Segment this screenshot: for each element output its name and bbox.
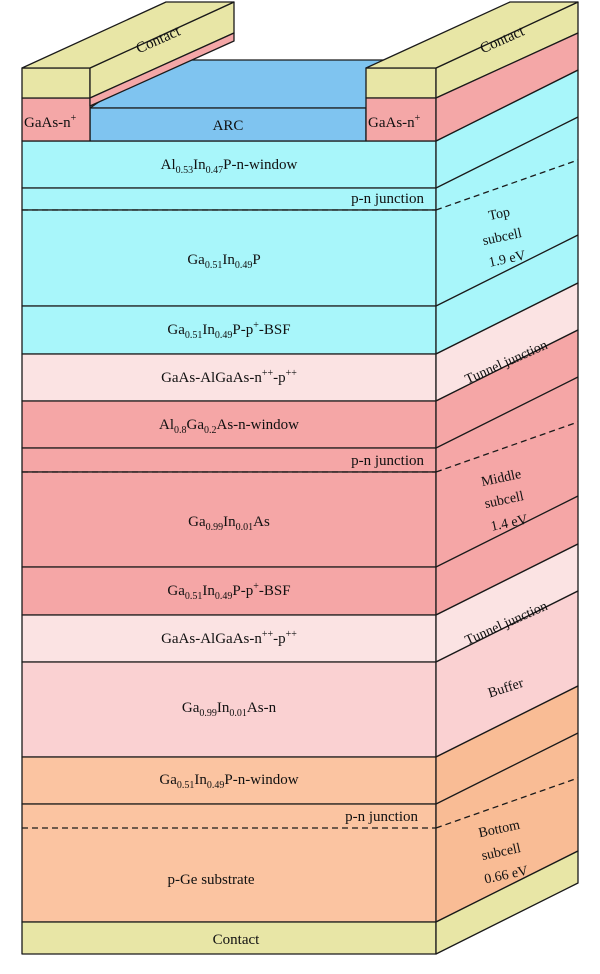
- junction-mid-label: p-n junction: [351, 453, 424, 469]
- buffer-label: Ga0.99In0.01As-n: [182, 700, 277, 719]
- svg-text:Top: Top: [487, 205, 511, 224]
- substrate-label: p-Ge substrate: [167, 872, 254, 888]
- window-top-label: Al0.53In0.47P-n-window: [161, 157, 298, 176]
- layer-contact-bottom-front: [21, 921, 437, 955]
- bottom-contact-label: Contact: [213, 932, 260, 948]
- layer-bsf-2-front: [21, 566, 437, 616]
- layer-tunnel-2-front: [21, 614, 437, 663]
- gainas-label: Ga0.99In0.01As: [188, 514, 270, 533]
- arc-front: [89, 107, 367, 142]
- right-cap-right-face: [435, 32, 579, 142]
- bsf-1-label: Ga0.51In0.49P-p+-BSF: [167, 320, 290, 341]
- gainp-label: Ga0.51In0.49P: [187, 252, 260, 271]
- tunnel-1-label: GaAs-AlGaAs-n++-p++: [161, 368, 297, 386]
- left-cap-right-face: [89, 32, 235, 107]
- layer-gainas-front: [21, 471, 437, 568]
- left-contact-top-face: [21, 1, 235, 69]
- side-label-bottom-cell: Bottom subcell 0.66 eV: [477, 818, 529, 888]
- side-contact-bottom: [435, 850, 579, 955]
- window-bottom-label: Ga0.51In0.49P-n-window: [159, 772, 298, 791]
- bsf-2-label: Ga0.51In0.49P-p+-BSF: [167, 581, 290, 602]
- junction-top-label: p-n junction: [351, 191, 424, 207]
- tunnel-2-label: GaAs-AlGaAs-n++-p++: [161, 629, 297, 647]
- layer-window-top-front: [21, 140, 437, 189]
- layer-bsf-1-front: [21, 305, 437, 355]
- layer-buffer-front: [21, 661, 437, 758]
- left-contact-front-face: [21, 67, 91, 99]
- right-contact-top-face: [365, 1, 579, 69]
- right-contact-front-face: [365, 67, 437, 99]
- junction-bottom-label: p-n junction: [345, 809, 418, 825]
- layer-substrate-front: [21, 803, 437, 923]
- right-cap-label: GaAs-n+: [368, 113, 421, 131]
- window-mid-label: Al0.8Ga0.2As-n-window: [159, 417, 299, 436]
- left-cap-label: GaAs-n+: [24, 113, 77, 131]
- layer-gainp-front: [21, 209, 437, 307]
- arc-label: ARC: [213, 118, 244, 134]
